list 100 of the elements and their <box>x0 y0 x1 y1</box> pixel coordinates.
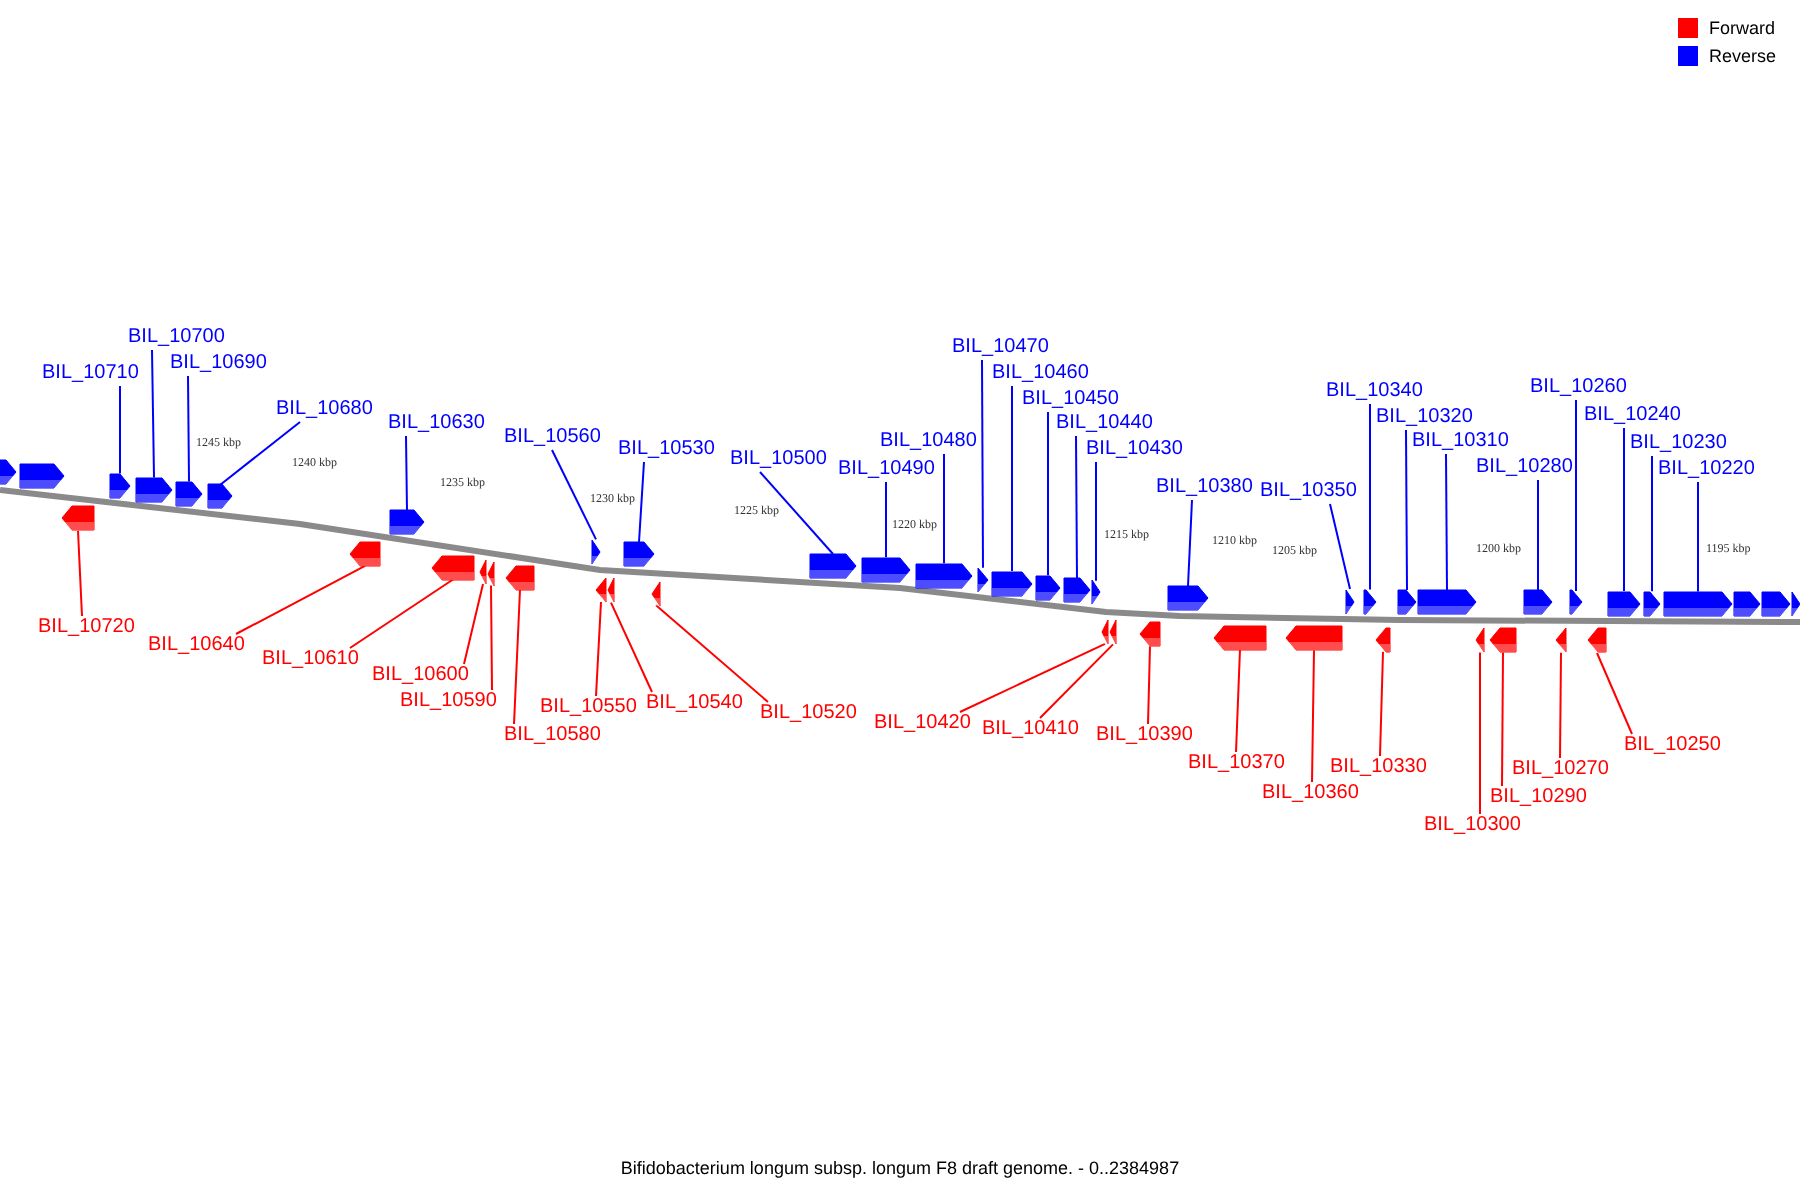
gene-feature <box>1556 628 1566 653</box>
gene-feature <box>1376 627 1390 652</box>
gene-feature <box>1036 575 1060 600</box>
gene-label: BIL_10330 <box>1330 756 1427 780</box>
leader-line <box>1596 652 1633 735</box>
leader-line <box>1047 411 1049 577</box>
leader-line <box>943 453 945 565</box>
gene-label: BIL_10280 <box>1476 456 1573 480</box>
gene-label: BIL_10500 <box>730 448 827 472</box>
leader-line <box>1651 455 1653 593</box>
gene-label: BIL_10220 <box>1658 458 1755 482</box>
leader-line <box>1011 385 1013 573</box>
gene-feature <box>862 557 910 582</box>
gene-feature <box>1608 591 1640 616</box>
gene-label: BIL_10430 <box>1086 438 1183 462</box>
gene-feature <box>136 477 172 502</box>
gene-label: BIL_10240 <box>1584 404 1681 428</box>
gene-label: BIL_10420 <box>874 712 971 736</box>
gene-label: BIL_10440 <box>1056 412 1153 436</box>
gene-label: BIL_10640 <box>148 634 245 658</box>
gene-label: BIL_10380 <box>1156 476 1253 500</box>
gene-feature <box>596 578 606 603</box>
gene-feature <box>1792 591 1800 616</box>
leader-line <box>1369 403 1371 591</box>
leader-line <box>405 435 408 512</box>
gene-label: BIL_10390 <box>1096 724 1193 748</box>
leader-line <box>187 375 190 483</box>
gene-feature <box>1570 590 1582 615</box>
leader-line <box>235 564 366 635</box>
leader-line <box>551 449 597 541</box>
gene-feature <box>1168 586 1208 611</box>
leader-line <box>1329 503 1351 591</box>
gene-feature <box>176 481 202 506</box>
gene-label: BIL_10590 <box>400 690 497 714</box>
gene-feature <box>916 563 972 588</box>
gene-label: BIL_10700 <box>128 326 225 350</box>
leader-line <box>1311 649 1315 783</box>
leader-line <box>1147 645 1151 725</box>
gene-label: BIL_10490 <box>838 458 935 482</box>
gene-feature <box>608 578 614 603</box>
gene-label: BIL_10370 <box>1188 752 1285 776</box>
gene-feature <box>1214 625 1266 650</box>
gene-label: BIL_10450 <box>1022 388 1119 412</box>
gene-feature <box>1524 590 1552 615</box>
gene-label: BIL_10560 <box>504 426 601 450</box>
gene-feature <box>1286 626 1342 651</box>
leader-line <box>610 601 653 693</box>
gene-feature <box>390 510 424 535</box>
leader-line <box>1095 461 1097 582</box>
gene-feature <box>488 561 494 586</box>
gene-label: BIL_10270 <box>1512 758 1609 782</box>
gene-feature <box>1398 590 1416 615</box>
gene-feature <box>208 484 232 509</box>
leader-line <box>638 461 645 544</box>
leader-line <box>1501 651 1504 787</box>
leader-line <box>490 584 493 691</box>
gene-label: BIL_10540 <box>646 692 743 716</box>
leader-line <box>1575 399 1577 592</box>
gene-label: BIL_10530 <box>618 438 715 462</box>
gene-label: BIL_10360 <box>1262 782 1359 806</box>
leader-line <box>1039 643 1114 719</box>
leader-line <box>981 359 984 569</box>
gene-feature <box>1644 591 1660 616</box>
gene-feature <box>592 539 600 564</box>
leader-line <box>1405 429 1408 592</box>
leader-line <box>463 583 484 665</box>
gene-label: BIL_10690 <box>170 352 267 376</box>
legend-label: Reverse <box>1708 46 1776 66</box>
gene-feature <box>0 460 16 485</box>
leader-line <box>655 604 769 703</box>
gene-feature <box>810 553 856 578</box>
legend-label: Forward <box>1708 18 1775 38</box>
gene-feature <box>652 581 660 606</box>
gene-feature <box>480 560 486 585</box>
leader-line <box>1379 650 1384 757</box>
gene-feature <box>110 473 130 498</box>
gene-label: BIL_10720 <box>38 616 135 640</box>
gene-label: BIL_10460 <box>992 362 1089 386</box>
gene-feature <box>1102 619 1108 644</box>
gene-feature <box>1092 580 1100 605</box>
leader-line <box>1559 651 1562 759</box>
gene-label: BIL_10410 <box>982 718 1079 742</box>
gene-label: BIL_10290 <box>1490 786 1587 810</box>
leader-line <box>77 529 83 617</box>
leader-line <box>1623 427 1625 593</box>
leader-line <box>1479 651 1481 815</box>
gene-feature <box>1588 628 1606 653</box>
gene-label: BIL_10250 <box>1624 734 1721 758</box>
gene-label: BIL_10550 <box>540 696 637 720</box>
gene-feature <box>1346 589 1354 614</box>
gene-feature <box>978 567 988 592</box>
gene-label: BIL_10260 <box>1530 376 1627 400</box>
leader-line <box>595 601 602 697</box>
gene-feature <box>1490 628 1516 653</box>
leader-line <box>959 642 1106 713</box>
gene-label: BIL_10230 <box>1630 432 1727 456</box>
gene-label: BIL_10340 <box>1326 380 1423 404</box>
gene-feature <box>350 541 380 566</box>
caption: Bifidobacterium longum subsp. longum F8 draft genome. - 0..2384987 <box>618 1156 1182 1182</box>
leader-line <box>1445 453 1448 592</box>
